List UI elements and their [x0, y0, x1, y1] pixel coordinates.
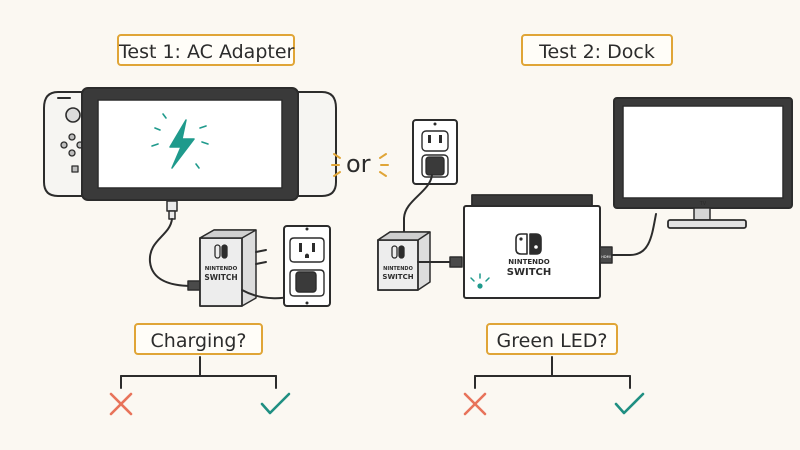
check-icon [614, 392, 645, 415]
wall-outlet-test2 [412, 119, 458, 185]
usbc-cable-test1 [148, 200, 203, 291]
test2-title: Test 2: Dock [521, 34, 673, 66]
adapter1-brand-line1: NINTENDO [205, 266, 238, 272]
adapter1-brand-line2: SWITCH [204, 273, 237, 282]
adapter2-brand-line1: NINTENDO [383, 266, 413, 272]
cross-icon [109, 392, 133, 416]
usbc-cable-test2 [417, 256, 463, 268]
tv-label: TV [699, 201, 707, 207]
dock-brand-line2: SWITCH [507, 267, 551, 278]
test1-title: Test 1: AC Adapter [117, 34, 295, 66]
outcome-branches-test2 [474, 356, 631, 389]
switch-console [43, 87, 337, 201]
or-sparkles [331, 153, 389, 177]
outcome-branches-test1 [120, 356, 277, 389]
hdmi-label: HDMI [601, 255, 610, 259]
switch-dock [463, 194, 601, 299]
dock-led [477, 283, 483, 289]
ac-adapter-test2 [377, 231, 431, 291]
hdmi-cable [599, 213, 657, 264]
test1-question: Charging? [134, 323, 263, 355]
check-icon [260, 392, 291, 415]
ac-adapter-test1 [199, 229, 267, 307]
dock-brand-line1: NINTENDO [508, 258, 550, 266]
power-cord-test2 [403, 174, 433, 233]
test2-question: Green LED? [486, 323, 618, 355]
television [613, 97, 793, 229]
cross-icon [463, 392, 487, 416]
wall-outlet-test1 [283, 225, 331, 307]
adapter2-brand-line2: SWITCH [382, 273, 413, 281]
or-connector: or [346, 150, 371, 178]
